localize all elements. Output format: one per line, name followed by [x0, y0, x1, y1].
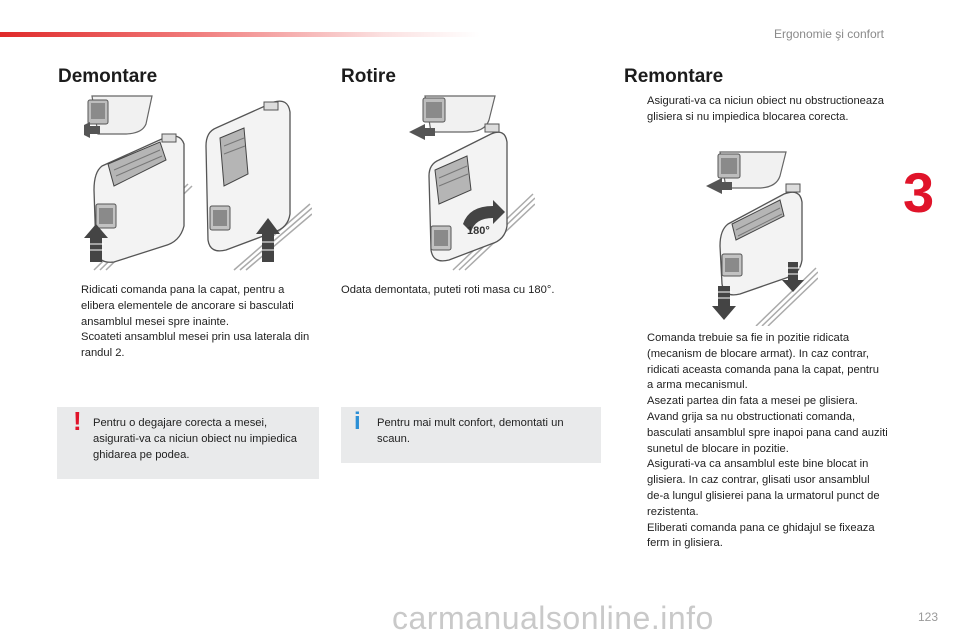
warning-note-text: Pentru o degajare corecta a mesei, asigu… — [93, 417, 297, 461]
rotire-illustration: 180° — [409, 95, 535, 271]
info-icon: i — [354, 408, 361, 435]
list-item: Asigurati-va ca ansamblul este bine bloc… — [647, 458, 880, 518]
control-detail-icon — [409, 95, 496, 140]
arrow-up-icon — [256, 218, 280, 262]
info-note-text: Pentru mai mult confort, demontati un sc… — [377, 417, 564, 445]
warning-icon: ! — [73, 406, 82, 436]
control-detail-icon — [84, 95, 153, 138]
heading-remontare: Remontare — [624, 66, 724, 87]
list-item: Asigurati-va ca niciun obiect nu obstruc… — [647, 95, 884, 123]
arrow-down-icon — [782, 262, 804, 292]
demontare-steps: Ridicati comanda pana la capat, pentru a… — [58, 283, 320, 362]
demontare-illustration — [84, 95, 312, 271]
chapter-number: 3 — [903, 161, 935, 224]
heading-rotire: Rotire — [341, 66, 396, 87]
watermark: carmanualsonline.info — [392, 600, 714, 636]
rail — [755, 267, 818, 326]
rotation-label: 180° — [467, 225, 490, 237]
list-item: Scoateti ansamblul mesei prin usa latera… — [81, 331, 310, 360]
list-item: Asezati partea din fata a mesei pe glisi… — [647, 395, 858, 408]
list-item: Avand grija sa nu obstructionati comanda… — [647, 410, 888, 455]
warning-note: ! Pentru o degajare corecta a mesei, asi… — [57, 407, 319, 479]
remontare-steps-bottom: Comanda trebuie sa fie in pozitie ridica… — [624, 331, 888, 552]
rotate-arrow-icon — [463, 200, 505, 232]
table-upright-icon — [205, 100, 291, 252]
page-number: 123 — [917, 610, 938, 624]
arrow-down-icon — [712, 286, 736, 320]
table-rotated-icon — [428, 123, 508, 262]
rotire-paragraph: Odata demontata, puteti roti masa cu 180… — [341, 284, 555, 296]
control-detail-icon — [706, 151, 787, 194]
list-item: Comanda trebuie sa fie in pozitie ridica… — [647, 332, 879, 392]
heading-demontare: Demontare — [58, 66, 158, 87]
list-item: Eliberati comanda pana ce ghidajul se fi… — [647, 521, 875, 550]
remontare-illustration — [706, 151, 818, 326]
section-title: Ergonomie şi confort — [773, 27, 884, 41]
list-item: Ridicati comanda pana la capat, pentru a… — [81, 284, 294, 328]
arrow-up-icon — [84, 224, 108, 262]
remontare-steps-top: Asigurati-va ca niciun obiect nu obstruc… — [624, 94, 886, 126]
table-tilted-icon — [719, 183, 803, 296]
info-note: i Pentru mai mult confort, demontati un … — [341, 407, 601, 463]
table-tilted-icon — [93, 133, 185, 263]
header-accent-bar — [0, 32, 480, 37]
